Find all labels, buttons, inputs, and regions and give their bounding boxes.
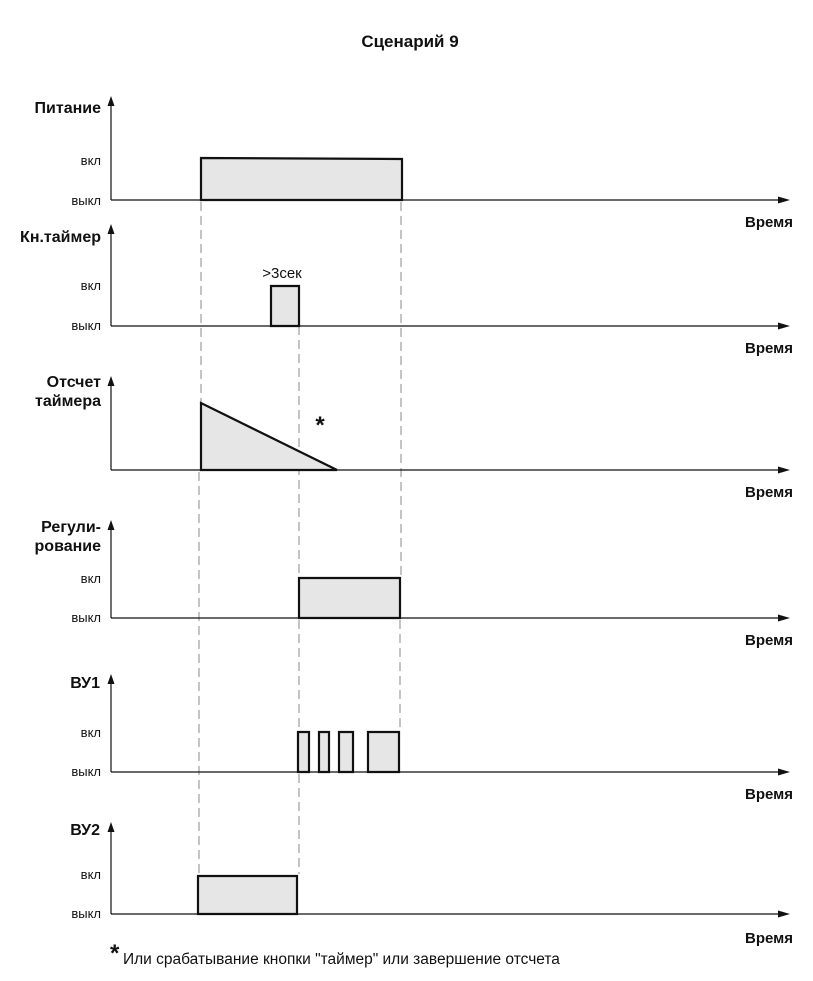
y-axis-arrow-icon: [107, 96, 115, 106]
channel-label-button: Кн.таймер: [20, 229, 101, 246]
countdown-ramp: [199, 401, 338, 472]
channel-vu1: ВУ1 вкл выкл Время: [70, 674, 793, 803]
vu2-on-pulse: [196, 874, 299, 916]
vu1-pulse-4: [366, 730, 401, 774]
time-axis-arrow-icon: [778, 910, 790, 918]
footnote: * Или срабатывание кнопки "таймер" или з…: [110, 940, 560, 968]
channel-label-vu1: ВУ1: [70, 675, 100, 692]
level-on-label: вкл: [81, 571, 101, 586]
pulse-duration-label: >3сек: [262, 265, 302, 282]
vu1-pulse-2: [317, 730, 331, 774]
footnote-text: Или срабатывание кнопки "таймер" или зав…: [123, 951, 560, 968]
y-axis-arrow-icon: [107, 224, 115, 234]
y-axis-arrow-icon: [107, 520, 115, 530]
time-axis-arrow-icon: [778, 768, 790, 776]
time-axis-arrow-icon: [778, 614, 790, 622]
time-axis-label: Время: [745, 214, 793, 231]
time-axis-label: Время: [745, 340, 793, 357]
level-on-label: вкл: [81, 153, 101, 168]
vu1-pulse-3: [337, 730, 355, 774]
y-axis-arrow-icon: [107, 376, 115, 386]
channel-power: Питание вкл выкл Время: [35, 96, 793, 231]
level-on-label: вкл: [81, 725, 101, 740]
y-axis-arrow-icon: [107, 822, 115, 832]
channel-label-countdown-line1: Отсчет: [47, 374, 102, 391]
vu1-pulse-1: [296, 730, 311, 774]
regulation-on-pulse: [297, 576, 402, 620]
channel-label-regulation-line2: рование: [35, 538, 102, 555]
diagram-title: Сценарий 9: [361, 32, 458, 51]
asterisk-marker: *: [315, 412, 325, 439]
level-off-label: выкл: [71, 764, 101, 779]
time-axis-label: Время: [745, 930, 793, 947]
channel-label-countdown-line2: таймера: [35, 393, 101, 410]
power-on-pulse: [199, 156, 404, 202]
level-off-label: выкл: [71, 610, 101, 625]
time-axis-label: Время: [745, 786, 793, 803]
channel-label-vu2: ВУ2: [70, 822, 100, 839]
footnote-asterisk: *: [110, 940, 120, 967]
time-axis-arrow-icon: [778, 196, 790, 204]
channel-vu2: ВУ2 вкл выкл Время: [70, 822, 793, 947]
channel-button: Кн.таймер вкл выкл Время >3сек: [20, 224, 793, 357]
button-press-pulse: [269, 284, 301, 328]
time-axis-arrow-icon: [778, 466, 790, 474]
time-axis-arrow-icon: [778, 322, 790, 330]
time-axis-label: Время: [745, 632, 793, 649]
level-on-label: вкл: [81, 867, 101, 882]
y-axis-arrow-icon: [107, 674, 115, 684]
channel-label-power: Питание: [35, 100, 102, 117]
time-axis-label: Время: [745, 484, 793, 501]
level-off-label: выкл: [71, 193, 101, 208]
channel-regulation: Регули- рование вкл выкл Время: [35, 519, 793, 649]
channel-label-regulation-line1: Регули-: [41, 519, 101, 536]
level-off-label: выкл: [71, 906, 101, 921]
channel-countdown: Отсчет таймера Время *: [35, 374, 793, 501]
level-on-label: вкл: [81, 278, 101, 293]
level-off-label: выкл: [71, 318, 101, 333]
